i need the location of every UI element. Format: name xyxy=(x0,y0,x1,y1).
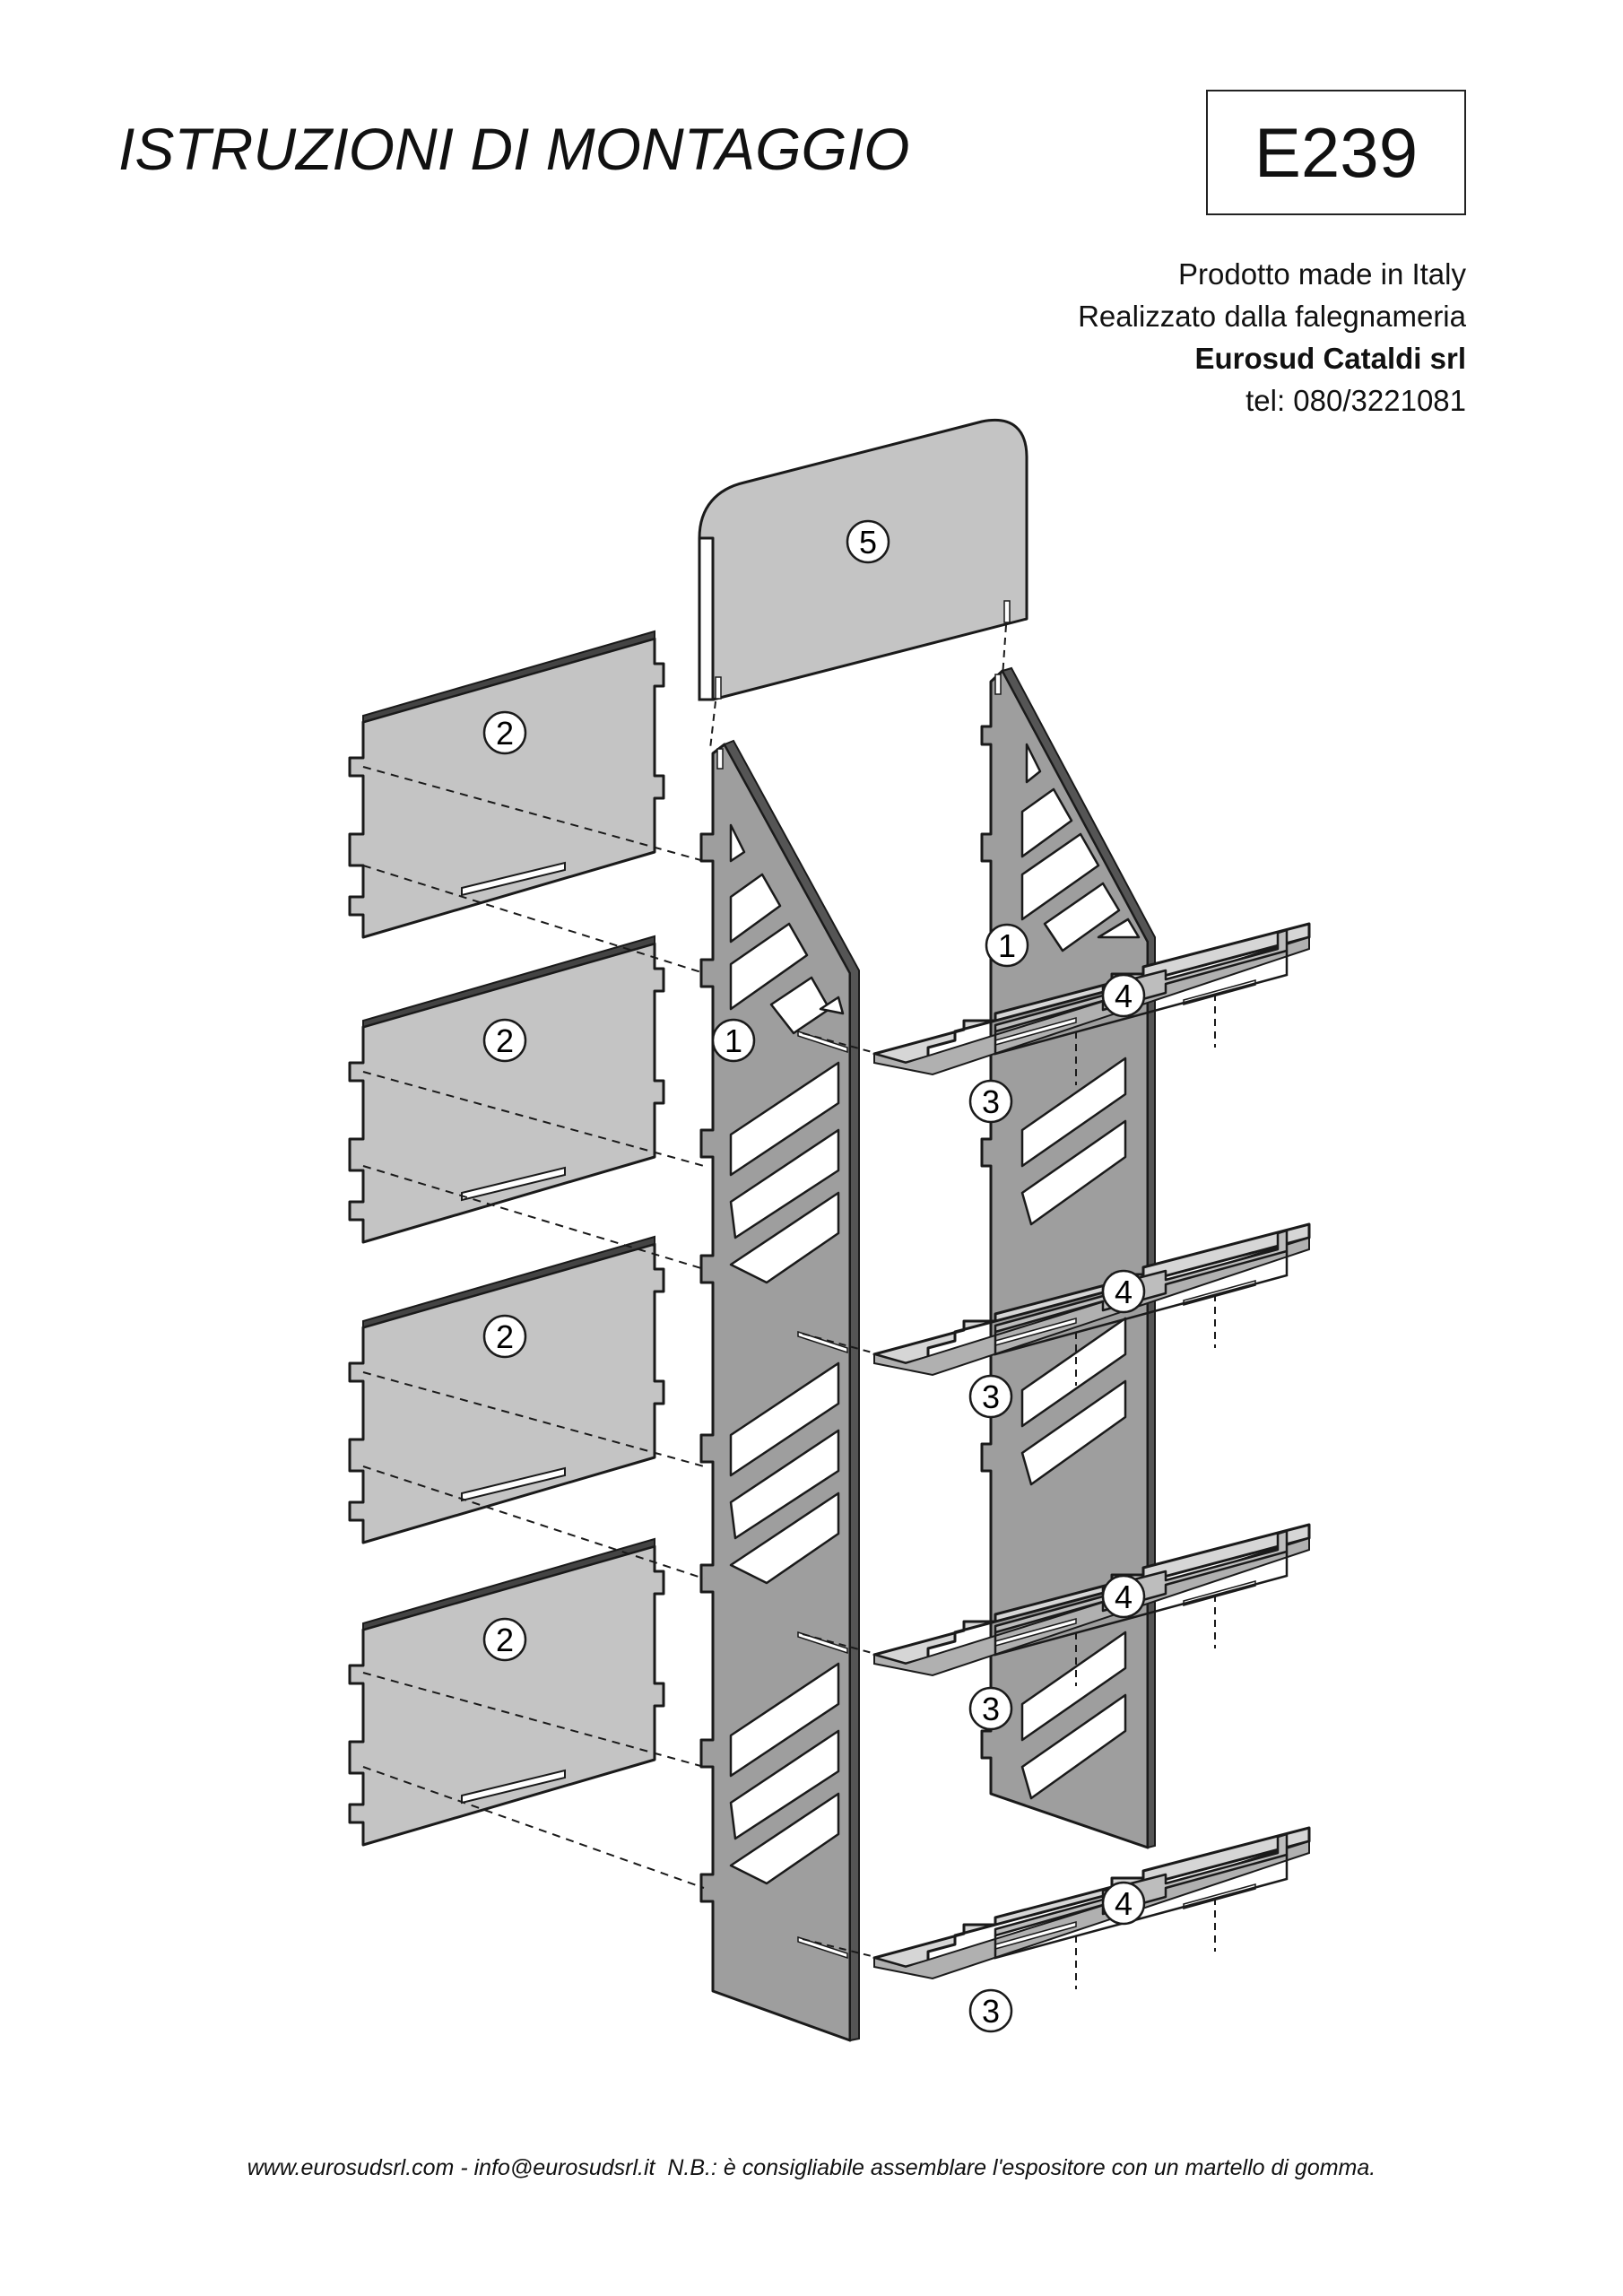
maker-line-1: Prodotto made in Italy xyxy=(1177,257,1466,291)
svg-text:3: 3 xyxy=(982,1378,1000,1415)
maker-phone: tel: 080/3221081 xyxy=(1245,384,1466,417)
footer-note: N.B.: è consigliabile assemblare l'espos… xyxy=(655,2155,1376,2180)
callout-part-4-d: 4 xyxy=(1101,1881,1146,1926)
callout-part-1-front: 1 xyxy=(711,1018,756,1063)
product-code-box: E239 xyxy=(1206,90,1466,215)
footer-email[interactable]: info@eurosudsrl.it xyxy=(473,2155,655,2180)
svg-text:2: 2 xyxy=(496,715,514,752)
shelf-guide-lines xyxy=(802,1032,880,1959)
svg-text:4: 4 xyxy=(1115,1578,1133,1615)
callout-part-3-b: 3 xyxy=(968,1374,1013,1419)
page-title: ISTRUZIONI DI MONTAGGIO xyxy=(118,116,910,182)
footer-website[interactable]: www.eurosudsrl.com xyxy=(247,2155,455,2180)
back-panel-1 xyxy=(348,630,665,939)
svg-text:2: 2 xyxy=(496,1022,514,1059)
callout-part-3-a: 3 xyxy=(968,1079,1013,1124)
svg-text:4: 4 xyxy=(1115,1274,1133,1310)
maker-line-2: Realizzato dalla falegnameria xyxy=(1078,300,1466,333)
rear-upright xyxy=(980,666,1156,1849)
callout-part-4-c: 4 xyxy=(1101,1574,1146,1619)
back-panel-3 xyxy=(348,1235,665,1544)
svg-text:3: 3 xyxy=(982,1083,1000,1120)
callout-part-2-a: 2 xyxy=(482,710,527,755)
callout-part-2-b: 2 xyxy=(482,1018,527,1063)
callout-part-1-rear: 1 xyxy=(985,923,1029,968)
footer-separator: - xyxy=(454,2155,474,2180)
back-panel-2 xyxy=(348,935,665,1244)
svg-text:4: 4 xyxy=(1115,978,1133,1014)
svg-text:2: 2 xyxy=(496,1318,514,1355)
maker-company: Eurosud Cataldi srl xyxy=(1194,342,1466,375)
svg-text:1: 1 xyxy=(725,1022,742,1059)
svg-text:4: 4 xyxy=(1115,1885,1133,1922)
svg-text:2: 2 xyxy=(496,1622,514,1658)
back-panel-4 xyxy=(348,1537,665,1847)
callout-part-4-b: 4 xyxy=(1101,1269,1146,1314)
callout-part-3-d: 3 xyxy=(968,1988,1013,2033)
svg-text:3: 3 xyxy=(982,1993,1000,2030)
front-upright xyxy=(699,739,860,2042)
svg-text:3: 3 xyxy=(982,1691,1000,1727)
callout-part-3-c: 3 xyxy=(968,1686,1013,1731)
maker-info: Prodotto made in Italy Realizzato dalla … xyxy=(1078,253,1466,422)
footer: www.eurosudsrl.com - info@eurosudsrl.it … xyxy=(0,2155,1623,2181)
callout-part-2-c: 2 xyxy=(482,1314,527,1359)
callout-part-5: 5 xyxy=(846,519,890,564)
svg-text:5: 5 xyxy=(859,524,877,561)
callout-part-2-d: 2 xyxy=(482,1617,527,1662)
shelf-4 xyxy=(872,1826,1311,1991)
product-code: E239 xyxy=(1254,112,1419,192)
svg-text:1: 1 xyxy=(998,927,1016,964)
panel-guide-lines xyxy=(362,766,705,1889)
callout-part-4-a: 4 xyxy=(1101,973,1146,1018)
